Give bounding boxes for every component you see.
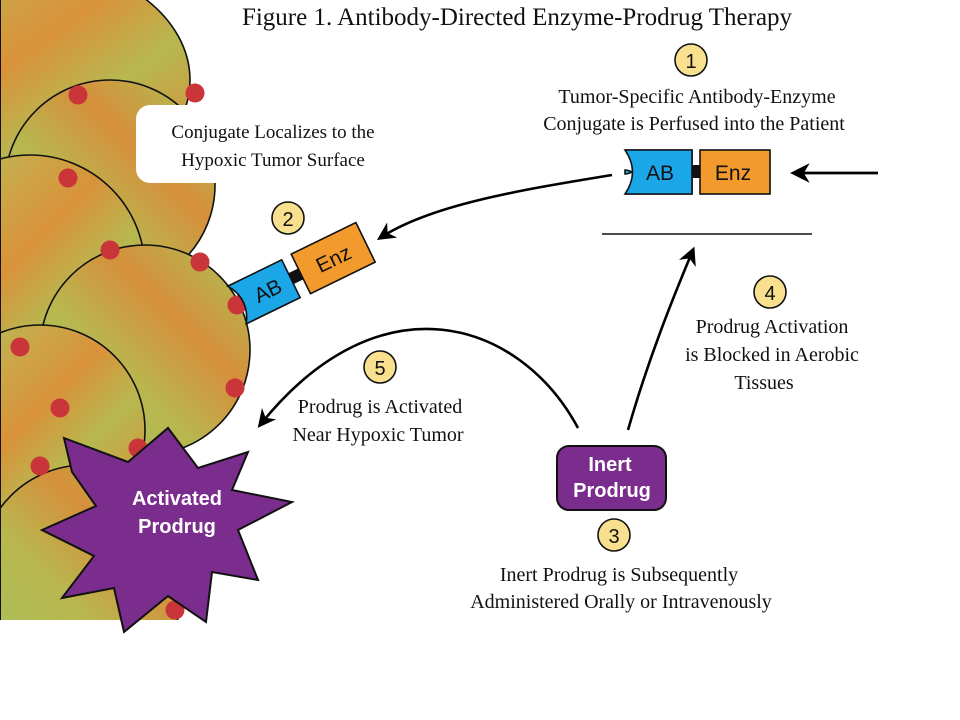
step-4-text-line3: Tissues — [734, 372, 794, 394]
red-marker — [100, 240, 120, 260]
tumor-surface-markers — [10, 83, 247, 620]
svg-text:AB: AB — [646, 162, 674, 185]
inert-prodrug-line2: Prodrug — [573, 480, 651, 502]
activated-prodrug-starburst: Activated Prodrug — [39, 426, 295, 634]
antibody-enzyme-conjugate-free: AB Enz — [623, 149, 771, 195]
step-1-text-line2: Conjugate is Perfused into the Patient — [543, 113, 845, 135]
figure-title: Figure 1. Antibody-Directed Enzyme-Prodr… — [242, 4, 793, 31]
activation-arrow — [257, 327, 580, 429]
activated-prodrug-line1: Activated — [132, 488, 222, 510]
inert-prodrug-box: Inert Prodrug — [556, 445, 667, 511]
step-5-badge: 5 — [363, 350, 397, 384]
step-2-text-line1: Conjugate Localizes to the — [171, 122, 374, 143]
aerobic-blocked-arrow — [626, 246, 696, 431]
red-marker — [185, 83, 205, 103]
step-3-text-line2: Administered Orally or Intravenously — [470, 591, 772, 613]
step-5-text-line2: Near Hypoxic Tumor — [292, 424, 463, 446]
step-5-text-line1: Prodrug is Activated — [298, 396, 462, 418]
red-marker — [30, 456, 50, 476]
step-2-badge: 2 — [271, 201, 305, 235]
svg-text:3: 3 — [608, 526, 619, 548]
step-4-text-line2: is Blocked in Aerobic — [685, 344, 859, 366]
step-1-badge: 1 — [674, 43, 708, 77]
step-2-text-line2: Hypoxic Tumor Surface — [181, 150, 365, 171]
svg-text:5: 5 — [374, 358, 385, 380]
red-marker — [10, 337, 30, 357]
enzyme-block — [699, 149, 771, 195]
step-2-label-box: Conjugate Localizes to the Hypoxic Tumor… — [136, 105, 410, 183]
activated-prodrug-line2: Prodrug — [138, 516, 216, 538]
step-4-text-line1: Prodrug Activation — [696, 316, 849, 338]
antibody-enzyme-conjugate-bound: AB Enz — [226, 221, 377, 326]
red-marker — [68, 85, 88, 105]
red-marker — [190, 252, 210, 272]
step-4-badge: 4 — [753, 275, 787, 309]
inert-prodrug-line1: Inert — [588, 454, 632, 476]
red-marker — [50, 398, 70, 418]
step-3-text-line1: Inert Prodrug is Subsequently — [500, 564, 738, 586]
svg-text:Enz: Enz — [715, 162, 751, 185]
svg-text:2: 2 — [282, 209, 293, 231]
localization-arrow — [376, 173, 613, 241]
red-marker — [58, 168, 78, 188]
step-1-text-line1: Tumor-Specific Antibody-Enzyme — [558, 86, 835, 108]
svg-text:4: 4 — [764, 283, 775, 305]
step-3-badge: 3 — [597, 518, 631, 552]
red-marker — [225, 378, 245, 398]
svg-text:1: 1 — [685, 51, 696, 73]
